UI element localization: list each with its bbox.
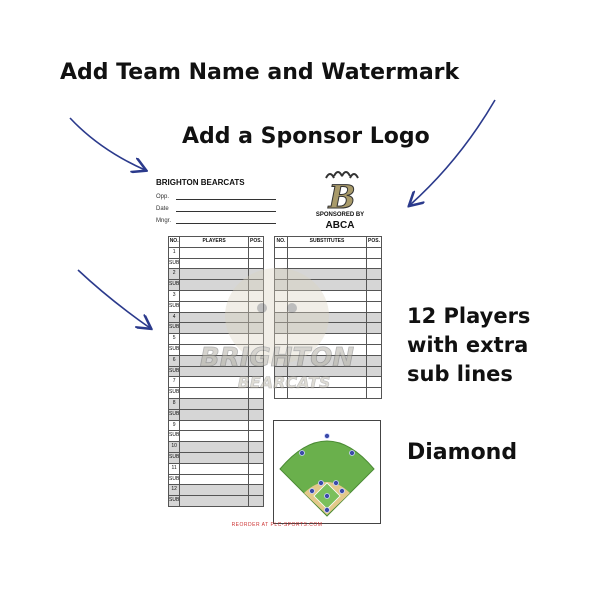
players-row: SUB: [167, 473, 264, 486]
arrow-to-logo: [410, 99, 496, 205]
players-row: SUB: [167, 430, 264, 443]
sponsor-logo: B: [325, 171, 359, 212]
row-label: SUB: [167, 257, 181, 270]
team-name-callout: Add Team Name and Watermark: [60, 60, 460, 85]
players-row: 9: [167, 419, 264, 432]
watermark-line2: BEARCATS: [238, 373, 331, 392]
players-row: 11: [167, 462, 264, 475]
sponsored-by-label: SPONSORED BY: [315, 212, 365, 218]
substitutes-row: [274, 387, 382, 399]
players-callout-line1: 12 Players: [407, 304, 531, 328]
players-row: SUB: [167, 408, 264, 421]
row-label: SUB: [167, 473, 181, 486]
players-row: SUB: [167, 451, 264, 464]
row-label: 9: [167, 419, 181, 432]
field-diagram: [273, 420, 381, 524]
watermark-line1: BRIGHTON: [200, 343, 354, 373]
row-label: 12: [167, 484, 181, 497]
arrow-to-roster: [77, 269, 150, 328]
date-field: Date: [156, 206, 276, 212]
row-label: SUB: [167, 408, 181, 421]
subs-header-substitutes: SUBSTITUTES: [287, 236, 367, 248]
substitutes-row: [274, 268, 382, 281]
row-label: 5: [167, 333, 181, 345]
players-row: 10: [167, 441, 264, 453]
row-label: 11: [167, 462, 181, 475]
row-label: 3: [167, 289, 181, 302]
row-label: SUB: [167, 365, 181, 378]
row-label: 2: [167, 268, 181, 281]
players-callout: 12 Players with extra sub lines: [407, 302, 530, 389]
row-label: 8: [167, 397, 181, 410]
row-label: SUB: [167, 387, 181, 399]
players-callout-line3: sub lines: [407, 362, 513, 386]
logo-letter: B: [327, 178, 355, 212]
players-header-pos: POS.: [248, 236, 264, 248]
row-label: 1: [167, 246, 181, 259]
subs-header-pos: POS.: [366, 236, 382, 248]
row-label: 6: [167, 354, 181, 367]
row-label: 10: [167, 441, 181, 453]
row-label: SUB: [167, 451, 181, 464]
opp-field: Opp.: [156, 194, 276, 200]
row-label: SUB: [167, 322, 181, 335]
players-header-players: PLAYERS: [179, 236, 249, 248]
row-label: SUB: [167, 430, 181, 443]
reorder-footer: REORDER AT PLC-SPORTS.COM: [231, 522, 323, 528]
substitutes-table: NO. SUBSTITUTES POS.: [274, 236, 382, 399]
sponsor-callout: Add a Sponsor Logo: [182, 124, 430, 149]
diamond-callout: Diamond: [407, 440, 518, 465]
players-header-no: NO.: [167, 236, 181, 248]
lineup-card: BRIGHTON BEARCATS Opp. Date Mngr. B SPON…: [152, 166, 388, 536]
arrow-to-team: [69, 117, 145, 170]
player-positions: [299, 433, 355, 513]
row-label: SUB: [167, 495, 181, 507]
row-label: 4: [167, 311, 181, 324]
players-row: 12: [167, 484, 264, 497]
sponsor-name: ABCA: [325, 220, 355, 231]
players-row: SUB: [167, 495, 264, 507]
row-label: SUB: [167, 279, 181, 291]
bearcat-watermark: BRIGHTON BEARCATS: [199, 268, 355, 392]
players-callout-line2: with extra: [407, 333, 529, 357]
row-label: SUB: [167, 343, 181, 356]
manager-field: Mngr.: [156, 218, 276, 224]
team-name: BRIGHTON BEARCATS: [156, 178, 245, 187]
row-label: SUB: [167, 300, 181, 313]
subs-header-no: NO.: [274, 236, 288, 248]
row-label: 7: [167, 376, 181, 389]
